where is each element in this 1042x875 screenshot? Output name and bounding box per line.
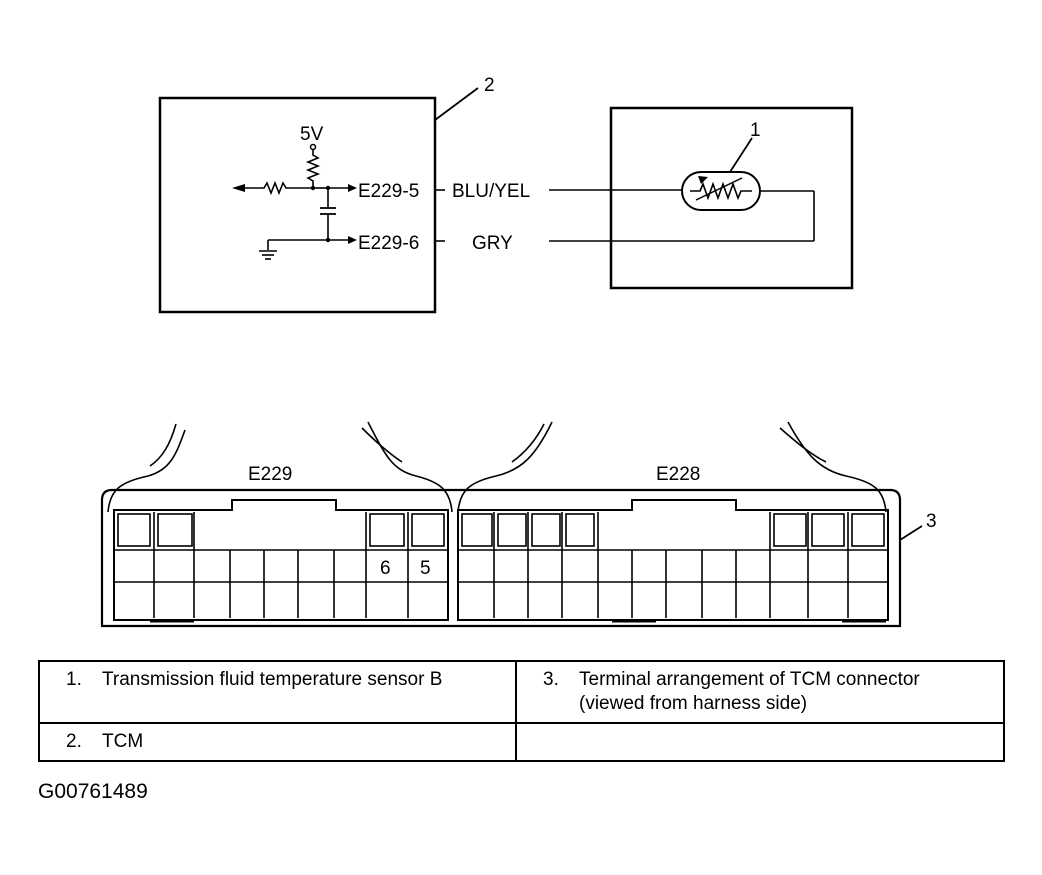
terminal-cavity	[773, 513, 807, 547]
connector-housing	[100, 488, 902, 628]
terminal-cavity	[811, 513, 845, 547]
pullup-resistor	[305, 150, 321, 188]
terminal-cavity	[531, 513, 561, 547]
terminal-grid	[114, 512, 888, 623]
pin-arrow	[348, 236, 357, 244]
terminal-cavity	[369, 513, 405, 547]
legend-cell: 2. TCM	[38, 722, 517, 762]
supply-node	[309, 143, 317, 151]
terminal-cavity	[117, 513, 151, 547]
legend-text: Terminal arrangement of TCM connector (v…	[579, 669, 920, 714]
ground-icon	[259, 250, 277, 260]
legend-text: TCM	[102, 731, 144, 752]
terminal-cavity	[157, 513, 193, 547]
input-resistor	[262, 180, 290, 196]
legend-number: 2.	[66, 731, 82, 752]
pin-6: 6	[380, 558, 391, 579]
legend-number: 3.	[543, 669, 559, 690]
terminal-cavity	[411, 513, 445, 547]
wire-color-gry: GRY	[472, 233, 513, 254]
legend-table: 1. Transmission fluid temperature sensor…	[38, 660, 1005, 762]
thermistor-icon	[690, 181, 752, 201]
wiring-diagram: 2 5V E229-5 E229-6 BLU/YEL GRY 1	[100, 75, 937, 628]
legend-cell: 1. Transmission fluid temperature sensor…	[38, 660, 517, 724]
callout-1: 1	[750, 120, 761, 141]
tcm-box	[158, 96, 437, 314]
legend-row: 2. TCM	[38, 722, 1005, 762]
thermistor-arrowhead	[698, 176, 708, 184]
callout-leader-3	[899, 525, 923, 541]
supply-label: 5V	[300, 124, 324, 145]
terminal-cavity	[497, 513, 527, 547]
pin-label-e229-6: E229-6	[358, 233, 419, 254]
callout-leader-1	[729, 137, 753, 173]
terminal-cavity	[565, 513, 595, 547]
figure-id: G00761489	[38, 780, 148, 803]
callout-2: 2	[484, 75, 495, 96]
junction-dot	[310, 185, 316, 191]
connector-e228	[457, 499, 889, 621]
pin-label-e229-5: E229-5	[358, 181, 419, 202]
callout-leader-2	[434, 87, 479, 121]
connector-e229	[113, 499, 449, 621]
signal-arrow	[232, 184, 245, 192]
legend-number: 1.	[66, 669, 82, 690]
pin-5: 5	[420, 558, 431, 579]
harness-bracket-e229	[107, 421, 453, 513]
thermistor-arrow	[695, 177, 743, 201]
terminal-cavity	[461, 513, 493, 547]
sensor-box	[609, 106, 854, 290]
terminal-cavity	[851, 513, 885, 547]
legend-text: Transmission fluid temperature sensor B	[102, 669, 443, 690]
legend-row: 1. Transmission fluid temperature sensor…	[38, 660, 1005, 724]
harness-bracket-e228	[457, 421, 887, 513]
pin-arrow	[348, 184, 357, 192]
legend-cell: 3. Terminal arrangement of TCM connector…	[515, 660, 1005, 724]
wire-color-blu-yel: BLU/YEL	[452, 181, 530, 202]
connector-label-e229: E229	[248, 464, 292, 485]
connector-label-e228: E228	[656, 464, 700, 485]
callout-3: 3	[926, 511, 937, 532]
legend-cell	[515, 722, 1005, 762]
